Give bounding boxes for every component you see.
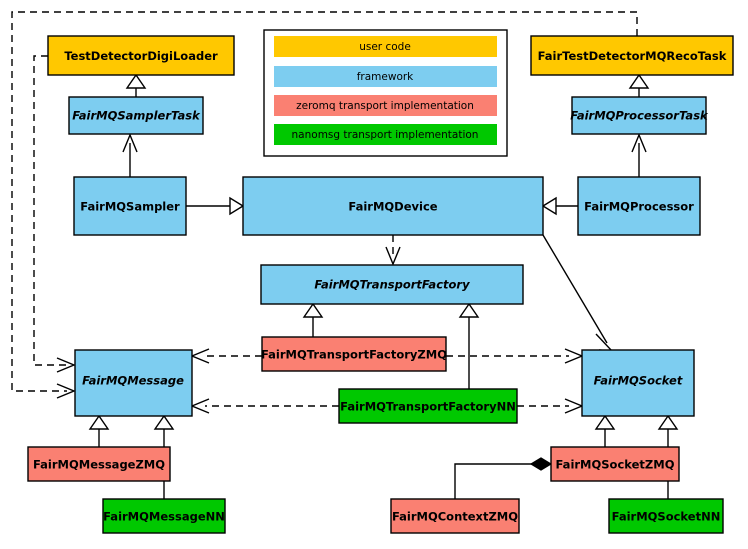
- node-fairmqdevice[interactable]: FairMQDevice: [242, 176, 544, 236]
- legend-label-framework: framework: [357, 71, 414, 83]
- node-fairmqmessage[interactable]: FairMQMessage: [74, 349, 193, 417]
- legend-item-framework: framework: [274, 66, 497, 87]
- node-box-fairmqdevice[interactable]: [242, 176, 544, 236]
- node-box-fairmqsamplertask[interactable]: [68, 96, 204, 135]
- legend-item-nanomsg: nanomsg transport implementation: [274, 124, 497, 145]
- node-label-fairmqtransportfactoryzmq: FairMQTransportFactoryZMQ: [261, 348, 447, 362]
- legend-label-user-code: user code: [359, 41, 411, 53]
- node-fairmqtransportfactory[interactable]: FairMQTransportFactory: [260, 264, 524, 305]
- edge-contextzmq-to-socketzmq: [454, 457, 553, 499]
- legend-label-zeromq: zeromq transport implementation: [296, 100, 474, 112]
- node-label-fairmqtransportfactory: FairMQTransportFactory: [314, 278, 470, 292]
- legend-panel: user code framework zeromq transport imp…: [263, 29, 508, 157]
- node-label-testdetectordigiloader: TestDetectorDigiLoader: [64, 49, 218, 63]
- legend-item-user-code: user code: [274, 36, 497, 57]
- node-fairmqprocessortask[interactable]: FairMQProcessorTask: [570, 96, 709, 135]
- edge-tfnn-to-socket: [517, 398, 584, 414]
- edge-digiloader-to-message: [33, 55, 76, 373]
- node-fairmqsampler[interactable]: FairMQSampler: [73, 176, 187, 236]
- edge-messagezmq-to-message: [88, 414, 110, 447]
- node-box-fairmqmessagenn[interactable]: [102, 498, 226, 534]
- node-fairmqsamplertask[interactable]: FairMQSamplerTask: [68, 96, 204, 135]
- node-label-fairmqtransportfactorynn: FairMQTransportFactoryNN: [340, 400, 516, 414]
- node-box-testdetectordigiloader[interactable]: [47, 35, 235, 76]
- legend-swatch-nanomsg: [274, 124, 497, 145]
- node-label-fairmqsocketnn: FairMQSocketNN: [612, 510, 721, 524]
- edge-tfnn-to-message: [190, 398, 339, 414]
- edge-device-to-transportfactory: [385, 235, 401, 266]
- node-label-fairmqsocketzmq: FairMQSocketZMQ: [556, 458, 675, 472]
- legend-item-zeromq: zeromq transport implementation: [274, 95, 497, 116]
- edge-socketzmq-to-socket: [594, 414, 616, 447]
- node-box-fairmqprocessor[interactable]: [577, 176, 701, 236]
- node-fairmqtransportfactoryzmq[interactable]: FairMQTransportFactoryZMQ: [261, 336, 447, 372]
- edge-processor-to-processortask: [631, 133, 647, 177]
- legend-swatch-zeromq: [274, 95, 497, 116]
- legend-swatch-framework: [274, 66, 497, 87]
- node-fairmqmessagezmq[interactable]: FairMQMessageZMQ: [27, 446, 171, 482]
- node-box-fairmqmessage[interactable]: [74, 349, 193, 417]
- node-label-fairmqprocessor: FairMQProcessor: [584, 200, 694, 214]
- node-label-fairmqmessagezmq: FairMQMessageZMQ: [33, 458, 165, 472]
- node-label-fairmqprocessortask: FairMQProcessorTask: [570, 109, 709, 123]
- node-box-fairmqcontextzmq[interactable]: [390, 498, 520, 534]
- node-fairmqsocket[interactable]: FairMQSocket: [581, 349, 695, 417]
- node-fairmqsocketzmq[interactable]: FairMQSocketZMQ: [550, 446, 680, 482]
- node-label-fairmqdevice: FairMQDevice: [348, 200, 437, 214]
- node-label-fairmqsamplertask: FairMQSamplerTask: [72, 109, 201, 123]
- node-box-fairmqtransportfactoryzmq[interactable]: [261, 336, 447, 372]
- node-label-fairmqsampler: FairMQSampler: [80, 200, 180, 214]
- node-label-fairmqmessage: FairMQMessage: [82, 374, 184, 388]
- edge-processor-to-device: [541, 196, 578, 216]
- edge-tfzmq-to-socket: [446, 348, 584, 364]
- legend-label-nanomsg: nanomsg transport implementation: [292, 129, 479, 141]
- node-fairmqsocketnn[interactable]: FairMQSocketNN: [608, 498, 724, 534]
- node-box-fairtestdetectormqrecotask[interactable]: [530, 35, 734, 76]
- node-box-fairmqsocket[interactable]: [581, 349, 695, 417]
- node-fairmqmessagenn[interactable]: FairMQMessageNN: [102, 498, 226, 534]
- node-box-fairmqsocketnn[interactable]: [608, 498, 724, 534]
- node-box-fairmqsampler[interactable]: [73, 176, 187, 236]
- node-box-fairmqsocketzmq[interactable]: [550, 446, 680, 482]
- node-label-fairmqsocket: FairMQSocket: [594, 374, 683, 388]
- node-box-fairmqtransportfactorynn[interactable]: [338, 388, 518, 424]
- node-box-fairmqmessagezmq[interactable]: [27, 446, 171, 482]
- edge-device-to-socket: [542, 234, 614, 352]
- node-fairtestdetectormqrecotask[interactable]: FairTestDetectorMQRecoTask: [530, 35, 734, 76]
- node-fairmqcontextzmq[interactable]: FairMQContextZMQ: [390, 498, 520, 534]
- node-box-fairmqprocessortask[interactable]: [571, 96, 707, 135]
- edge-tfzmq-to-transportfactory: [302, 302, 324, 337]
- edge-sampler-to-device: [186, 196, 245, 216]
- legend-swatch-user-code: [274, 36, 497, 57]
- edge-tfnn-to-transportfactory: [458, 302, 480, 389]
- node-label-fairtestdetectormqrecotask: FairTestDetectorMQRecoTask: [538, 49, 727, 63]
- edge-samplertask-to-digiloader: [125, 73, 147, 97]
- edge-layer: FairMQMessage (inner routed path) --> Fa…: [11, 11, 679, 499]
- edge-processortask-to-recotask: [628, 73, 650, 97]
- edge-tfzmq-to-message: [190, 348, 262, 364]
- node-label-fairmqmessagenn: FairMQMessageNN: [103, 510, 225, 524]
- edge-recotask-to-message: [11, 11, 638, 399]
- edge-sampler-to-samplertask: [122, 133, 138, 177]
- node-fairmqtransportfactorynn[interactable]: FairMQTransportFactoryNN: [338, 388, 518, 424]
- node-fairmqprocessor[interactable]: FairMQProcessor: [577, 176, 701, 236]
- node-layer: TestDetectorDigiLoader FairTestDetectorM…: [27, 35, 734, 534]
- node-box-fairmqtransportfactory[interactable]: [260, 264, 524, 305]
- node-testdetectordigiloader[interactable]: TestDetectorDigiLoader: [47, 35, 235, 76]
- node-label-fairmqcontextzmq: FairMQContextZMQ: [392, 510, 518, 524]
